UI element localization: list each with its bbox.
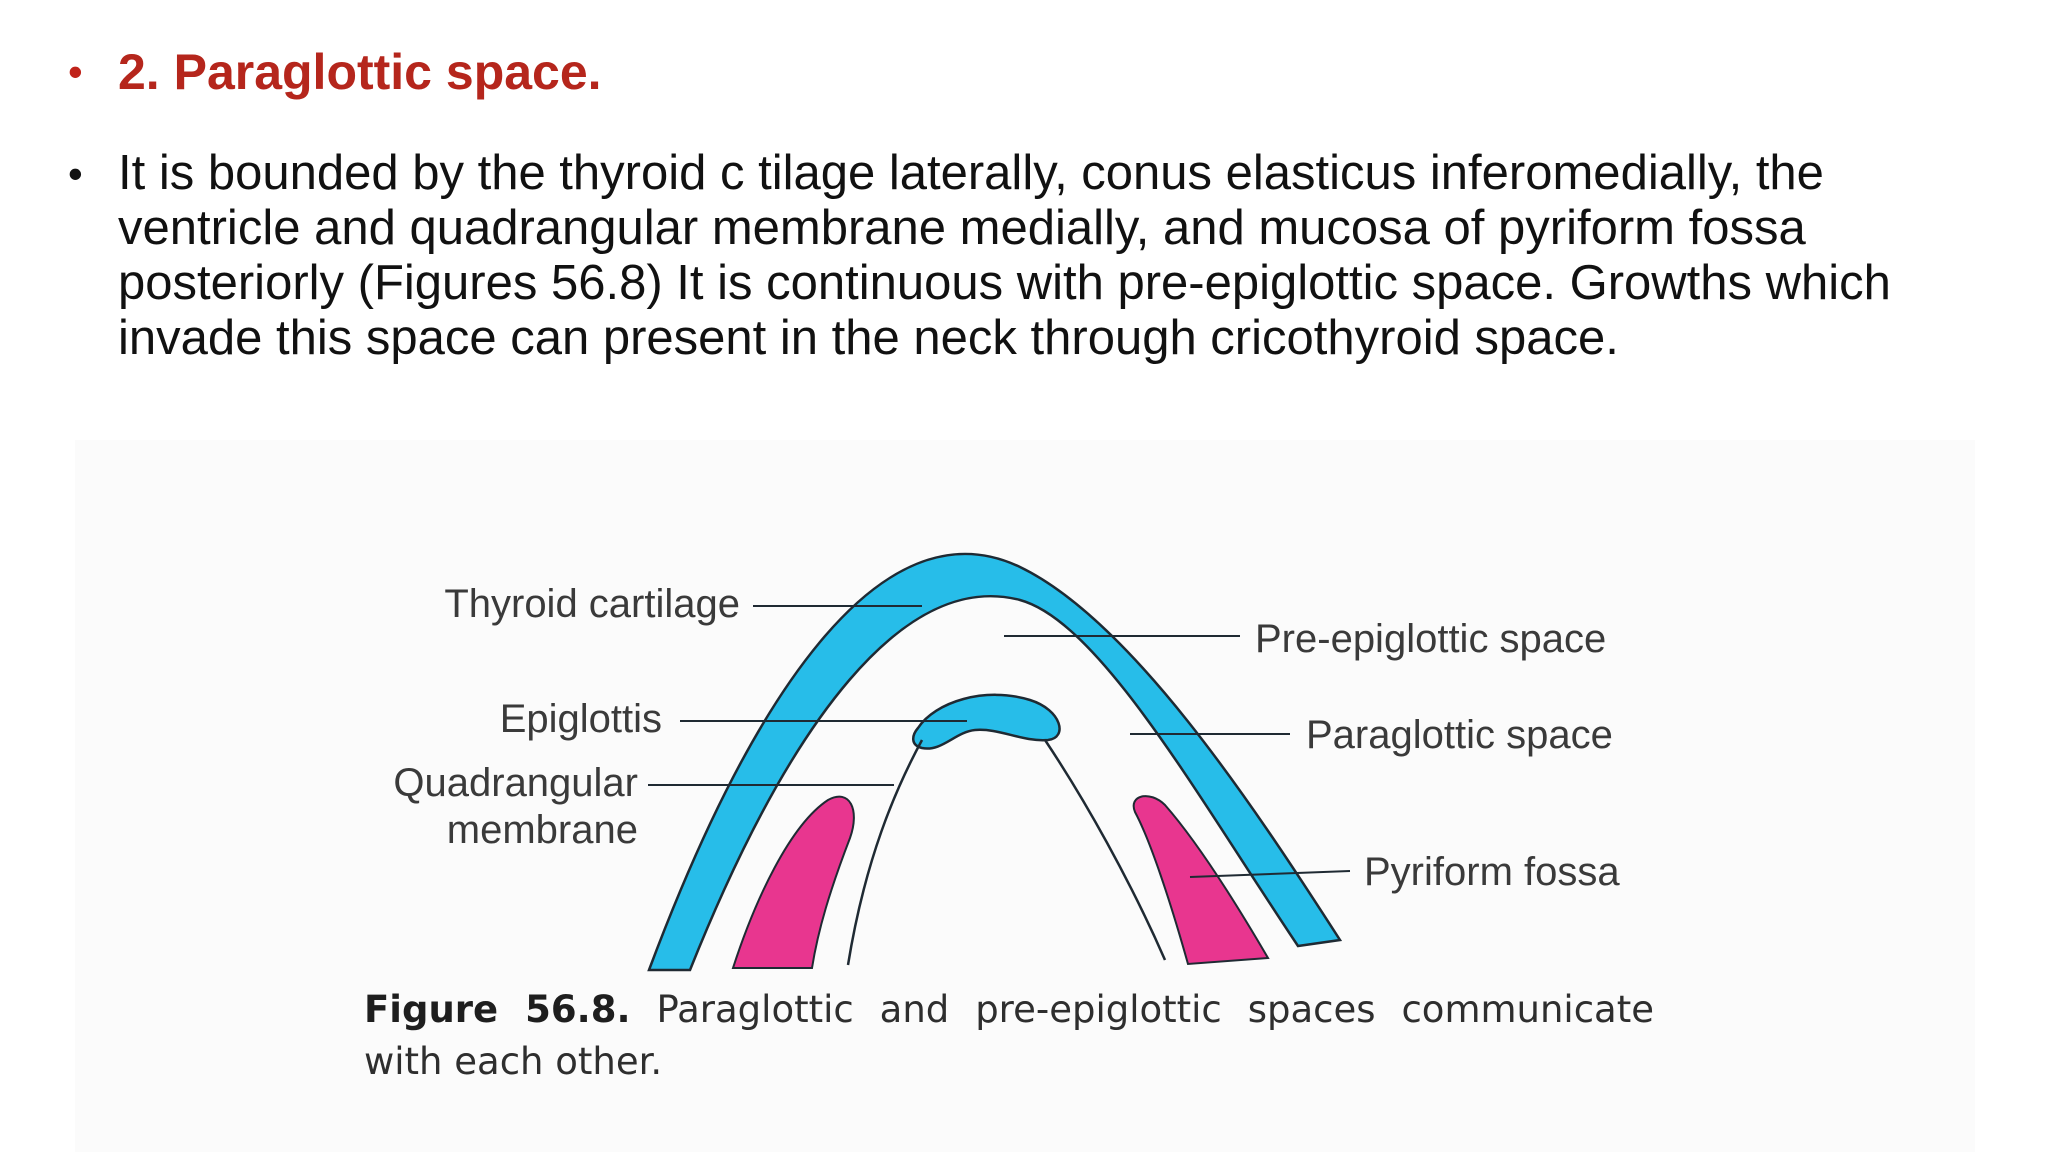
epiglottis-shape: [912, 693, 1061, 750]
slide-heading: 2. Paraglottic space.: [118, 44, 602, 100]
label-paraglottic-space: Paraglottic space: [1306, 713, 1613, 757]
body-bullet-row: • It is bounded by the thyroid c tilage …: [68, 146, 1918, 366]
figure-panel: [75, 440, 1975, 1152]
figure-caption-label: Figure 56.8.: [364, 988, 631, 1031]
label-quadrangular-membrane-line1: Quadrangular: [393, 761, 638, 805]
left-pyriform-fossa-shape: [731, 795, 855, 969]
left-quadrangular-membrane-line: [846, 739, 924, 966]
body-paragraph: It is bounded by the thyroid c tilage la…: [118, 146, 1891, 365]
label-pyriform-fossa: Pyriform fossa: [1364, 850, 1620, 894]
thyroid-cartilage-shape: [647, 552, 1343, 972]
right-quadrangular-membrane-line: [1043, 739, 1167, 961]
heading-bullet-row: • 2. Paraglottic space.: [68, 42, 602, 102]
body-bullet: •: [68, 150, 83, 197]
label-epiglottis: Epiglottis: [500, 697, 662, 741]
figure-caption-text: Paraglottic and pre-epiglottic spaces co…: [364, 988, 1654, 1083]
label-pre-epiglottic-space: Pre-epiglottic space: [1255, 617, 1606, 661]
label-quadrangular-membrane-line2: membrane: [447, 808, 638, 852]
figure-caption: Figure 56.8. Paraglottic and pre-epiglot…: [364, 984, 1654, 1088]
right-pyriform-fossa-shape: [1132, 795, 1270, 966]
label-thyroid-cartilage: Thyroid cartilage: [444, 582, 740, 626]
heading-bullet: •: [68, 48, 83, 95]
leader-pyriform-fossa: [1189, 870, 1351, 878]
